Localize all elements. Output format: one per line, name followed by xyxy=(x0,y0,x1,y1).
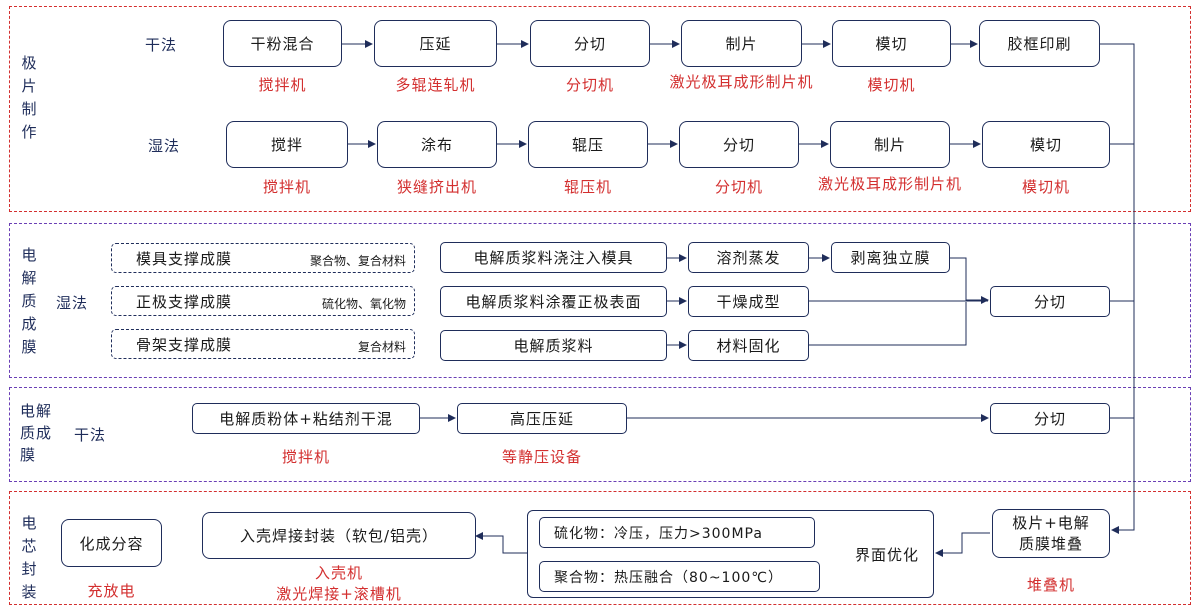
step-dry-rolling: 压延 xyxy=(374,20,497,67)
cell-packaging-title: 电 芯 封 装 xyxy=(21,514,37,601)
process-wet-electrolyte-slitting: 分切 xyxy=(990,286,1110,317)
step-wet-coating: 涂布 xyxy=(377,121,497,168)
step-dry-slitting: 分切 xyxy=(530,20,650,67)
process-powder-binder-mix: 电解质粉体+粘结剂干混 xyxy=(192,403,420,434)
method-skeleton-note: 复合材料 xyxy=(357,340,406,354)
method-cathode-note: 硫化物、氧化物 xyxy=(321,297,406,311)
step-wet-sheeting: 制片 xyxy=(830,121,950,168)
electrode-title: 极 片 制 作 xyxy=(21,54,37,141)
step-wet-calendering: 辊压 xyxy=(528,121,648,168)
method-skeleton-supported: 骨架支撑成膜 复合材料 xyxy=(111,329,415,359)
process-encapsulation: 入壳焊接封装（软包/铝壳） xyxy=(202,512,476,559)
machine-case-insert: 入壳机 xyxy=(314,564,363,582)
machine-dry-roller: 多辊连轧机 xyxy=(395,76,476,94)
process-peel-film: 剥离独立膜 xyxy=(831,242,950,273)
electrolyte-dry-label: 干法 xyxy=(74,426,107,444)
step-dry-sheeting: 制片 xyxy=(681,20,802,67)
machine-dry-slitter: 分切机 xyxy=(565,76,614,94)
section-cell-packaging xyxy=(9,491,1191,605)
process-slurry-cathode-coat: 电解质浆料涂覆正极表面 xyxy=(440,286,667,317)
method-mold-note: 聚合物、复合材料 xyxy=(309,254,406,268)
method-mold-supported: 模具支撑成膜 聚合物、复合材料 xyxy=(111,243,415,273)
dry-method-label: 干法 xyxy=(145,36,178,54)
electrolyte-wet-title: 电 解 质 成 膜 xyxy=(21,246,37,356)
process-slurry-mold-cast: 电解质浆料浇注入模具 xyxy=(440,242,667,273)
sulfide-cold-press: 硫化物：冷压，压力>300MPa xyxy=(539,517,815,548)
machine-isostatic-press: 等静压设备 xyxy=(501,448,582,466)
polymer-hot-press: 聚合物：热压融合（80~100℃） xyxy=(539,561,820,592)
section-electrode xyxy=(9,6,1191,212)
method-cathode-supported: 正极支撑成膜 硫化物、氧化物 xyxy=(111,286,415,316)
machine-wet-slot-die: 狭缝挤出机 xyxy=(396,178,477,196)
process-high-pressure-rolling: 高压压延 xyxy=(457,403,627,434)
machine-dry-diecutter: 模切机 xyxy=(867,76,916,94)
wet-method-label: 湿法 xyxy=(148,137,181,155)
machine-stacker: 堆叠机 xyxy=(1026,576,1075,594)
process-dry-electrolyte-slitting: 分切 xyxy=(990,403,1110,434)
step-dry-mixing: 干粉混合 xyxy=(223,20,342,67)
process-stacking: 极片+电解 质膜堆叠 xyxy=(992,509,1110,558)
machine-wet-slitter: 分切机 xyxy=(714,178,763,196)
process-slurry: 电解质浆料 xyxy=(440,330,667,361)
machine-wet-calender: 辊压机 xyxy=(563,178,612,196)
process-drying: 干燥成型 xyxy=(688,286,809,317)
electrolyte-wet-label: 湿法 xyxy=(56,294,89,312)
section-electrolyte-dry xyxy=(9,387,1191,482)
machine-electrolyte-mixer: 搅拌机 xyxy=(281,448,330,466)
process-formation-grading: 化成分容 xyxy=(61,519,162,567)
machine-dry-mixer: 搅拌机 xyxy=(258,76,307,94)
machine-dry-laser-sheeter: 激光极耳成形制片机 xyxy=(669,73,814,91)
electrolyte-dry-title: 电解 质成 膜 xyxy=(20,402,53,464)
machine-wet-mixer: 搅拌机 xyxy=(262,178,311,196)
machine-wet-laser-sheeter: 激光极耳成形制片机 xyxy=(817,175,962,193)
machine-wet-diecutter: 模切机 xyxy=(1021,178,1070,196)
step-dry-frame-print: 胶框印刷 xyxy=(979,20,1100,67)
step-wet-mixing: 搅拌 xyxy=(226,121,348,168)
step-wet-slitting: 分切 xyxy=(679,121,799,168)
step-dry-diecut: 模切 xyxy=(832,20,951,67)
step-wet-diecut: 模切 xyxy=(982,121,1110,168)
section-electrolyte-wet xyxy=(9,223,1191,378)
machine-laser-weld-groove: 激光焊接+滚槽机 xyxy=(276,585,402,603)
machine-charge-discharge: 充放电 xyxy=(87,582,136,600)
process-curing: 材料固化 xyxy=(688,330,809,361)
process-solvent-evaporation: 溶剂蒸发 xyxy=(688,242,809,273)
